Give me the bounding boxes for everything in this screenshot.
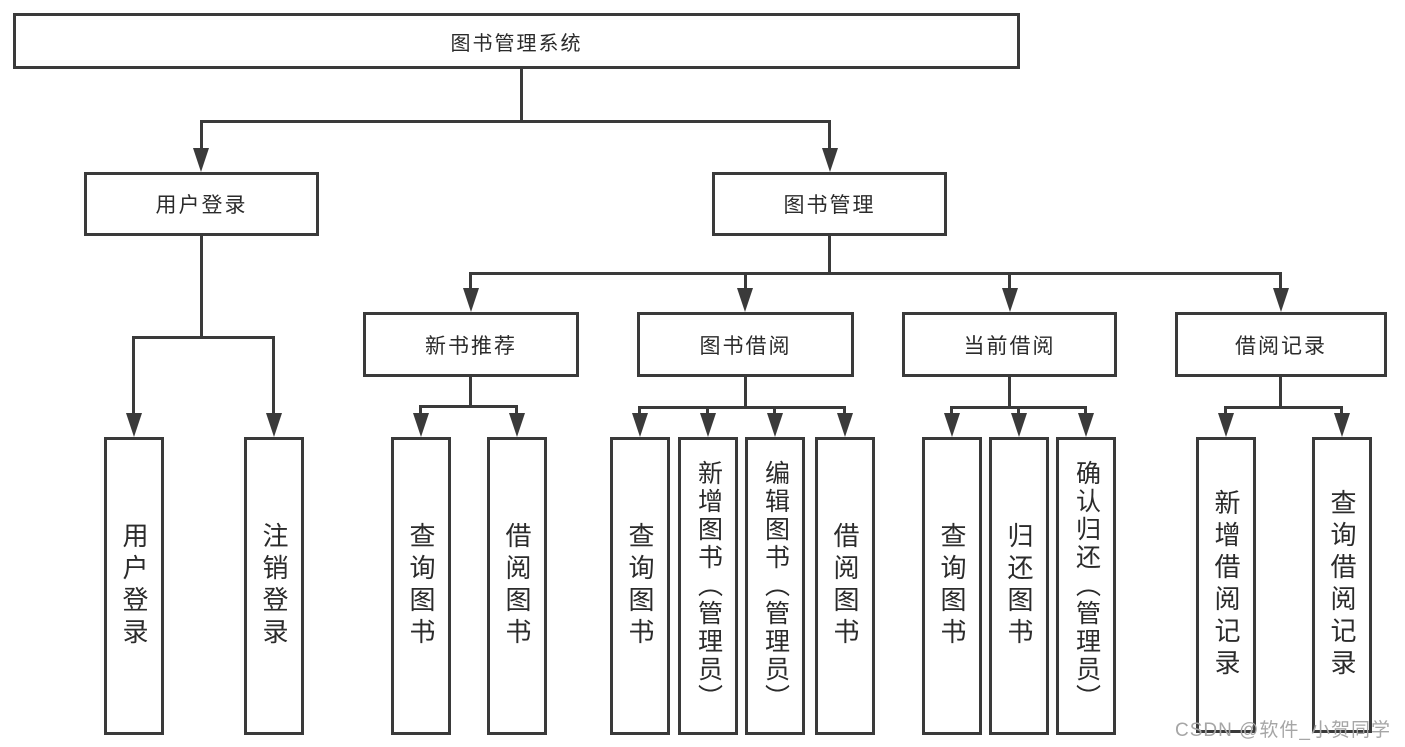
leaf-label: 查询借阅记录 bbox=[1327, 489, 1357, 681]
connector-user-login-bar bbox=[134, 336, 274, 339]
arrowhead-down-icon bbox=[1011, 413, 1027, 437]
connector-leaf-stem bbox=[1340, 406, 1343, 417]
leaf-query-books-recommend: 查询图书 bbox=[391, 437, 451, 735]
leaf-label: 编辑图书（管理员） bbox=[761, 460, 790, 712]
leaf-query-books-current: 查询图书 bbox=[922, 437, 982, 735]
watermark: CSDN @软件_小贺同学 bbox=[1175, 720, 1391, 741]
connector-leaf-stem bbox=[843, 406, 846, 417]
leaf-label: 确认归还（管理员） bbox=[1072, 460, 1101, 712]
arrowhead-down-icon bbox=[413, 413, 429, 437]
leaf-label: 查询图书 bbox=[625, 522, 655, 650]
connector-book-mgmt-bar bbox=[470, 272, 1282, 275]
connector-current-drop bbox=[1008, 377, 1011, 408]
leaf-query-books-borrowing: 查询图书 bbox=[610, 437, 670, 735]
connector-borrowing-drop bbox=[744, 377, 747, 408]
arrowhead-down-icon bbox=[193, 148, 209, 172]
leaf-label: 借阅图书 bbox=[502, 522, 532, 650]
connector-l3-stem bbox=[1008, 272, 1011, 290]
leaf-borrow-books-recommend: 借阅图书 bbox=[487, 437, 547, 735]
node-book-management: 图书管理 bbox=[712, 172, 947, 236]
leaf-user-login: 用户登录 bbox=[104, 437, 164, 735]
leaf-borrow-books-borrowing: 借阅图书 bbox=[815, 437, 875, 735]
arrowhead-down-icon bbox=[1218, 413, 1234, 437]
connector-l3-stem bbox=[469, 272, 472, 290]
connector-leaf-stem bbox=[132, 336, 135, 415]
arrowhead-down-icon bbox=[944, 413, 960, 437]
node-user-login: 用户登录 bbox=[84, 172, 319, 236]
leaf-label: 新增图书（管理员） bbox=[694, 460, 723, 712]
arrowhead-down-icon bbox=[737, 288, 753, 312]
node-book-borrowing: 图书借阅 bbox=[637, 312, 854, 377]
connector-leaf-stem bbox=[272, 336, 275, 415]
connector-recommend-drop bbox=[469, 377, 472, 408]
arrowhead-down-icon bbox=[632, 413, 648, 437]
arrowhead-down-icon bbox=[1002, 288, 1018, 312]
leaf-label: 查询图书 bbox=[937, 522, 967, 650]
arrowhead-down-icon bbox=[700, 413, 716, 437]
leaf-logout-login: 注销登录 bbox=[244, 437, 304, 735]
leaf-add-borrow-record: 新增借阅记录 bbox=[1196, 437, 1256, 733]
connector-leaf-stem bbox=[773, 406, 776, 417]
connector-book-mgmt-drop bbox=[828, 236, 831, 274]
node-borrowing-records: 借阅记录 bbox=[1175, 312, 1387, 377]
arrowhead-down-icon bbox=[126, 413, 142, 437]
leaf-label: 查询图书 bbox=[406, 522, 436, 650]
leaf-label: 新增借阅记录 bbox=[1211, 489, 1241, 681]
node-library-system: 图书管理系统 bbox=[13, 13, 1020, 69]
connector-root-drop bbox=[520, 69, 523, 121]
connector-l3-stem bbox=[744, 272, 747, 290]
arrowhead-down-icon bbox=[463, 288, 479, 312]
leaf-query-borrow-record: 查询借阅记录 bbox=[1312, 437, 1372, 733]
leaf-label: 用户登录 bbox=[119, 522, 149, 650]
arrowhead-down-icon bbox=[1334, 413, 1350, 437]
connector-leaf-stem bbox=[419, 405, 422, 417]
connector-root-bar bbox=[200, 120, 831, 123]
node-new-book-recommendation: 新书推荐 bbox=[363, 312, 579, 377]
arrowhead-down-icon bbox=[822, 148, 838, 172]
leaf-edit-books-admin: 编辑图书（管理员） bbox=[745, 437, 805, 735]
arrowhead-down-icon bbox=[266, 413, 282, 437]
connector-leaf-stem bbox=[638, 406, 641, 417]
leaf-label: 借阅图书 bbox=[830, 522, 860, 650]
connector-leaf-stem bbox=[515, 405, 518, 417]
arrowhead-down-icon bbox=[767, 413, 783, 437]
connector-l3-stem bbox=[1279, 272, 1282, 290]
leaf-confirm-return-admin: 确认归还（管理员） bbox=[1056, 437, 1116, 735]
leaf-return-books: 归还图书 bbox=[989, 437, 1049, 735]
connector-records-bar bbox=[1226, 406, 1342, 409]
connector-leaf-stem bbox=[1084, 406, 1087, 417]
arrowhead-down-icon bbox=[1273, 288, 1289, 312]
arrowhead-down-icon bbox=[1078, 413, 1094, 437]
connector-book-mgmt-stem bbox=[828, 120, 831, 152]
connector-recommend-bar bbox=[421, 405, 517, 408]
connector-records-drop bbox=[1279, 377, 1282, 408]
connector-user-login-drop bbox=[200, 236, 203, 337]
connector-borrowing-bar bbox=[640, 406, 845, 409]
connector-leaf-stem bbox=[1224, 406, 1227, 417]
leaf-add-books-admin: 新增图书（管理员） bbox=[678, 437, 738, 735]
connector-leaf-stem bbox=[1017, 406, 1020, 417]
connector-leaf-stem bbox=[950, 406, 953, 417]
arrowhead-down-icon bbox=[837, 413, 853, 437]
node-current-borrowing: 当前借阅 bbox=[902, 312, 1117, 377]
arrowhead-down-icon bbox=[509, 413, 525, 437]
leaf-label: 注销登录 bbox=[259, 522, 289, 650]
connector-user-login-stem bbox=[200, 120, 203, 152]
connector-leaf-stem bbox=[706, 406, 709, 417]
leaf-label: 归还图书 bbox=[1004, 522, 1034, 650]
